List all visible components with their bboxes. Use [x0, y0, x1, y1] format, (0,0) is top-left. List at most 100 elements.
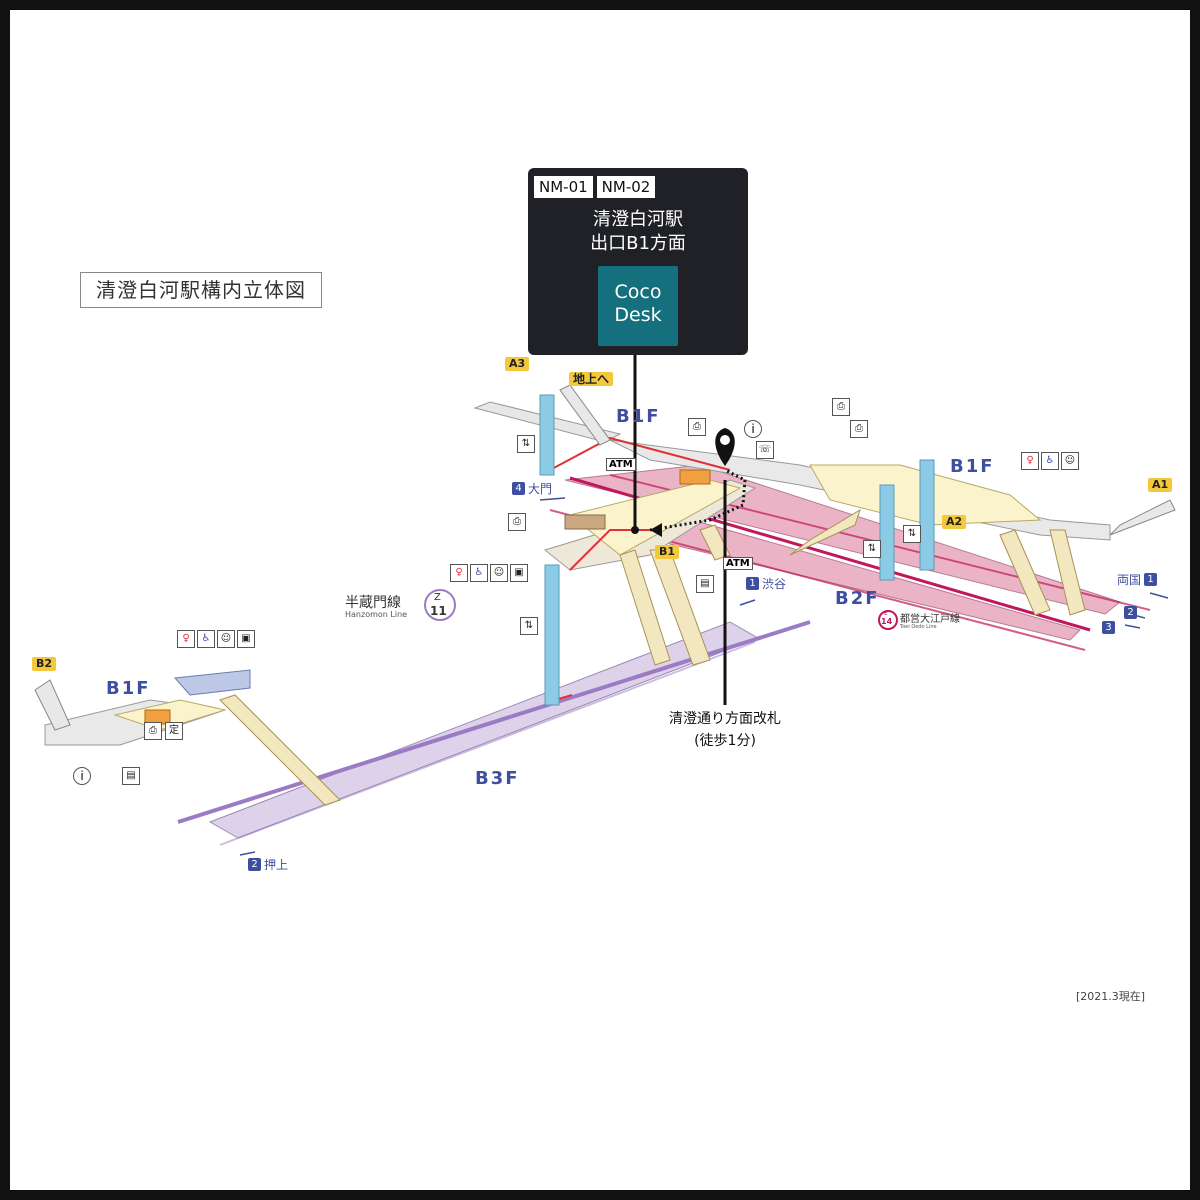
exit-badge-b2: B2 [32, 657, 57, 671]
stairs-b2 [34, 679, 71, 731]
pin-placeholder [712, 402, 738, 428]
walk-route-arrow [650, 523, 662, 537]
elevator-icon-a2: ⇅ [903, 525, 921, 543]
pillar-a3 [539, 394, 555, 476]
restroom-icon: ♀ [177, 630, 195, 648]
pillar-east-1 [879, 484, 895, 581]
ticket-machine-icon-west: ⎙ [144, 722, 162, 740]
hanzomon-line-name: 半蔵門線 [345, 595, 401, 611]
restroom-icons-center: ♀ ♿ ☺ ▣ [450, 564, 528, 582]
arrow-shibuya [739, 599, 756, 606]
restroom-icons-west: ♀ ♿ ☺ ▣ [177, 630, 255, 648]
hanzomon-track-back [219, 641, 756, 846]
stairs-center-3 [699, 524, 731, 561]
restroom-icon: ♀ [1021, 452, 1039, 470]
direction-ryogoku: 両国 1 [1117, 571, 1158, 588]
to-ground-badge: 地上へ [569, 372, 614, 386]
pillar-east-2 [919, 459, 935, 571]
stairs-a3 [559, 384, 611, 446]
exit-badge-a2: A2 [942, 515, 967, 529]
ostomate-icon: ▣ [237, 630, 255, 648]
hanzomon-badge-ring [424, 589, 456, 621]
direction-track3-num: 3 [1102, 621, 1115, 634]
exit-badge-b1: B1 [655, 545, 680, 559]
accessible-icon: ♿ [197, 630, 215, 648]
ticket-machine-icon-east: ⎙ [832, 398, 850, 416]
floor-label-b1f-west: B1F [106, 678, 151, 699]
oedo-code-num: 14 [881, 617, 893, 626]
floor-label-b2f: B2F [835, 588, 880, 609]
ticket-office [564, 514, 606, 530]
direction-shibuya: 1 渋谷 [746, 575, 786, 592]
direction-oshiage-num: 2 [248, 858, 261, 871]
restroom-icon: ♀ [450, 564, 468, 582]
oedo-line-name: 都営大江戸線 [900, 614, 960, 625]
fare-adjust-icon-west: 定 [165, 722, 183, 740]
as-of-date: [2021.3現在] [1076, 990, 1146, 1003]
locker-icon-west: ▤ [122, 767, 140, 785]
oedo-badge-ring [878, 610, 898, 630]
cocodesk-logo-line2: Desk [614, 304, 662, 326]
floor-label-b1f-center: B1F [616, 406, 661, 427]
direction-daimon: 4 大門 [512, 480, 552, 497]
direction-track3: 3 [1102, 621, 1115, 634]
callout-exit-name: 出口B1方面 [590, 233, 686, 254]
hanzomon-code-letter: Z [434, 592, 441, 603]
direction-oshiage-text: 押上 [264, 858, 289, 872]
arrow-track3 [1124, 624, 1141, 629]
phone-icon: ☏ [756, 441, 774, 459]
direction-daimon-text: 大門 [528, 482, 553, 496]
oedo-code-letter: E [884, 610, 888, 617]
gate-note-line1: 清澄通り方面改札 [669, 711, 781, 727]
callout-station-name: 清澄白河駅 [593, 209, 683, 230]
locker-icon-center: ▤ [696, 575, 714, 593]
arrow-ryogoku [1149, 592, 1169, 599]
callout-station-text: 清澄白河駅 出口B1方面 [528, 208, 748, 256]
direction-ryogoku-num: 1 [1144, 573, 1158, 586]
floor-label-b3f: B3F [475, 768, 520, 789]
b1f-west-upper [173, 669, 251, 696]
direction-oshiage: 2 押上 [248, 856, 288, 873]
ticket-machine-icon-center: ⎙ [508, 513, 526, 531]
pillar-center [544, 564, 560, 706]
elevator-icon-b3: ⇅ [520, 617, 538, 635]
map-frame: 清澄白河駅構内立体図 NM-01 NM-02 清澄白河駅 出口B1方面 Coco… [10, 10, 1190, 1190]
accessible-icon: ♿ [470, 564, 488, 582]
ostomate-icon: ▣ [510, 564, 528, 582]
exit-badge-a3: A3 [505, 357, 530, 371]
oedo-line-en: Toei Oedo Line [900, 624, 937, 630]
cocodesk-logo: Coco Desk [598, 266, 678, 346]
stairs-center-1 [619, 549, 671, 666]
map-title: 清澄白河駅構内立体図 [80, 272, 322, 308]
callout-pointer-dot [631, 526, 639, 534]
info-icon-west: i [73, 767, 91, 785]
stairs-west [219, 694, 341, 806]
hanzomon-code-num: 11 [430, 604, 447, 618]
exit-badge-a1: A1 [1148, 478, 1173, 492]
ticket-machine-icon-gate: ⎙ [688, 418, 706, 436]
floor-label-b1f-east: B1F [950, 456, 995, 477]
direction-track2-num: 2 [1124, 606, 1137, 619]
elevator-icon-a3: ⇅ [517, 435, 535, 453]
stairs-a1 [1109, 499, 1176, 536]
gate-note: 清澄通り方面改札 (徒歩1分) [650, 708, 800, 752]
ticket-machine-icon-east-2: ⎙ [850, 420, 868, 438]
station-code-2: NM-02 [596, 176, 656, 198]
accessible-icon: ♿ [1041, 452, 1059, 470]
baby-icon: ☺ [217, 630, 235, 648]
direction-shibuya-text: 渋谷 [762, 577, 787, 591]
location-pin [715, 428, 735, 466]
b1f-paid-area-center [568, 479, 742, 556]
cocodesk-logo-line1: Coco [614, 281, 662, 303]
atm-label-1: ATM [606, 458, 636, 471]
route-line-a3 [549, 436, 731, 471]
baby-icon: ☺ [490, 564, 508, 582]
station-codes: NM-01 NM-02 [534, 176, 656, 198]
station-code-1: NM-01 [534, 176, 593, 198]
direction-daimon-num: 4 [512, 482, 525, 495]
stairs-east-2 [999, 529, 1051, 616]
arrow-daimon [539, 497, 566, 501]
stairs-east-1 [789, 508, 861, 556]
direction-ryogoku-text: 両国 [1117, 573, 1142, 587]
shop-block [679, 469, 711, 485]
